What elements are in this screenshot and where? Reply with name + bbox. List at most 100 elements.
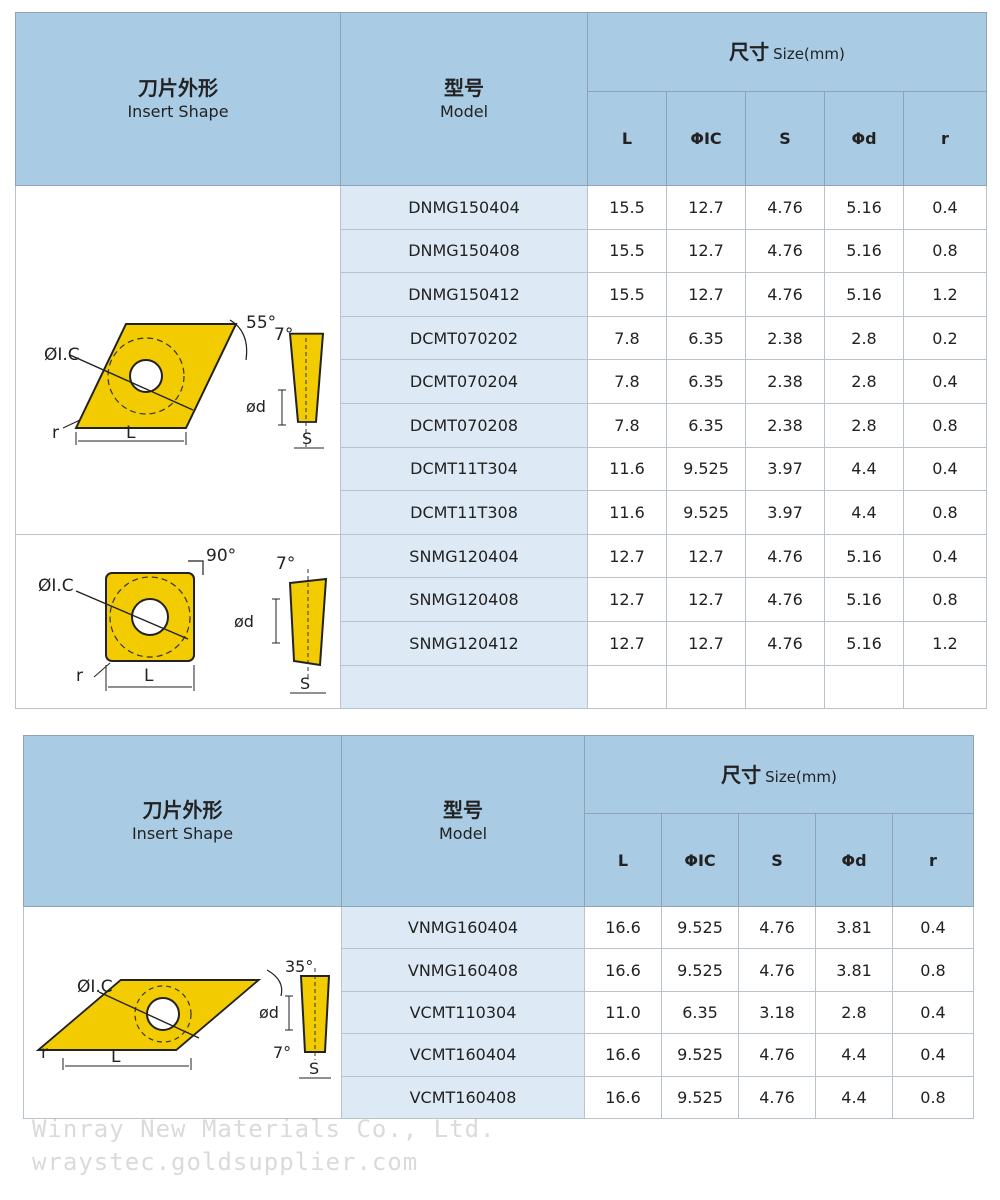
table-row: DCMT070208 7.8 6.35 2.38 2.8 0.8 [16, 402, 987, 448]
inscribed-circle [109, 576, 191, 658]
model-header-cn: 型号 [444, 76, 484, 100]
radius-label: r [52, 423, 59, 443]
cell-L: 7.8 [587, 402, 667, 448]
model-cell: DNMG150408 [340, 228, 588, 274]
cell-r: 0.8 [892, 948, 974, 992]
cell-d: 4.4 [815, 1075, 893, 1119]
square-insert-diagram: ØI.C r L 90° 7° ød S [38, 546, 328, 694]
cell-IC: 6.35 [666, 315, 746, 361]
cell-S: 4.76 [745, 533, 825, 579]
model-cell: VCMT110304 [341, 990, 585, 1035]
insert-shape-diamond-35: ØI.C r L 35° ød 7° S [23, 906, 342, 1119]
cell-d: 4.4 [815, 1033, 893, 1077]
cell-S: 4.76 [745, 577, 825, 622]
cell-IC: 9.525 [661, 948, 739, 992]
insert-shape-header: 刀片外形 Insert Shape [15, 12, 341, 186]
cell-L: 12.7 [587, 577, 667, 622]
cell-S: 4.76 [738, 905, 816, 950]
cell-IC: 12.7 [666, 533, 746, 579]
cell-IC: 6.35 [666, 402, 746, 448]
center-hole [145, 996, 180, 1031]
cell-L: 16.6 [584, 1075, 662, 1119]
cell-S: 3.18 [738, 990, 816, 1035]
cell-IC: 9.525 [661, 1075, 739, 1119]
cell-L: 11.6 [587, 446, 667, 492]
diamond-insert-diagram: ØI.C r L 55° 7° ød S [44, 313, 325, 449]
cell-d: 2.8 [824, 315, 904, 361]
cell-L [587, 664, 667, 710]
model-cell: VCMT160408 [341, 1075, 585, 1119]
cell-IC: 9.525 [666, 490, 746, 535]
table-row: DCMT070204 7.8 6.35 2.38 2.8 0.4 [16, 359, 987, 404]
cell-d [824, 664, 904, 710]
cell-d: 4.4 [824, 446, 904, 492]
cell-IC: 12.7 [666, 620, 746, 666]
cell-L: 11.0 [584, 990, 662, 1035]
table-row: SNMG120408 12.7 12.7 4.76 5.16 0.8 [16, 577, 987, 622]
model-header: 型号 Model [340, 12, 588, 186]
center-hole [129, 358, 163, 393]
insert-shape-header: 刀片外形 Insert Shape [23, 735, 342, 907]
col-header-S: S [745, 91, 825, 186]
cell-S [745, 664, 825, 710]
col-header-IC: ΦIC [661, 813, 739, 907]
size-header-cn: 尺寸 [721, 762, 762, 787]
cell-r: 0.4 [892, 905, 974, 950]
cell-S: 2.38 [745, 402, 825, 448]
insert-shape-diamond-55: ØI.C r L 55° 7° ød S [15, 185, 341, 535]
size-header-en: Size(mm) [765, 767, 837, 786]
model-cell: DCMT070204 [340, 359, 588, 404]
cell-d: 2.8 [824, 402, 904, 448]
table-row: ØI.C r L 35° ød 7° S VNMG160404 16.6 9.5… [23, 905, 974, 1119]
cell-S: 4.76 [738, 948, 816, 992]
insert-shape-header-cn: 刀片外形 [138, 76, 218, 100]
v-insert-diagram: ØI.C r L 35° ød 7° S [35, 957, 331, 1079]
length-label: L [126, 423, 136, 443]
clearance-angle-label: 7° [276, 554, 295, 574]
model-cell: DNMG150412 [340, 272, 588, 317]
watermark-company: Winray New Materials Co., Ltd. [32, 1115, 496, 1143]
ic-label: ØI.C [38, 576, 74, 596]
size-header-cn: 尺寸 [729, 40, 770, 64]
cell-IC: 9.525 [666, 446, 746, 492]
table-row: VCMT110304 11.0 6.35 3.18 2.8 0.4 [24, 990, 974, 1035]
cell-S: 3.97 [745, 490, 825, 535]
cell-IC: 12.7 [666, 185, 746, 230]
cell-L: 15.5 [587, 228, 667, 274]
col-header-L: L [584, 813, 662, 907]
cell-d: 5.16 [824, 533, 904, 579]
table-row: DCMT11T308 11.6 9.525 3.97 4.4 0.8 [16, 490, 987, 535]
cell-L: 7.8 [587, 359, 667, 404]
model-cell: DCMT11T308 [340, 490, 588, 535]
cell-L: 15.5 [587, 272, 667, 317]
cell-L: 16.6 [584, 1033, 662, 1077]
side-view-shape [288, 332, 325, 423]
table-row: ØI.C r L 90° 7° ød S SNMG120404 12.7 12.… [15, 533, 987, 710]
table-row: ØI.C r L 55° 7° ød S DNMG150404 15.5 12.… [15, 185, 987, 535]
cell-d: 5.16 [824, 228, 904, 274]
cell-IC: 12.7 [666, 272, 746, 317]
model-cell: DNMG150404 [340, 185, 588, 230]
model-cell: DCMT070202 [340, 315, 588, 361]
ic-label: ØI.C [77, 977, 113, 997]
hole-diameter-label: ød [234, 612, 254, 631]
cell-IC: 12.7 [666, 577, 746, 622]
cell-IC: 9.525 [661, 905, 739, 950]
cell-r: 0.4 [892, 990, 974, 1035]
cell-d: 5.16 [824, 577, 904, 622]
model-cell: DCMT11T304 [340, 446, 588, 492]
hole-diameter-label: ød [259, 1003, 279, 1022]
model-header-en: Model [439, 102, 489, 121]
angle-label: 55° [246, 313, 276, 333]
cell-r: 1.2 [903, 620, 987, 666]
model-cell: SNMG120408 [340, 577, 588, 622]
cell-S: 4.76 [738, 1075, 816, 1119]
thickness-label: S [300, 674, 310, 693]
cell-r: 0.8 [892, 1075, 974, 1119]
cell-L: 11.6 [587, 490, 667, 535]
insert-shape-square-90: ØI.C r L 90° 7° ød S [15, 533, 341, 710]
cell-d: 5.16 [824, 185, 904, 230]
